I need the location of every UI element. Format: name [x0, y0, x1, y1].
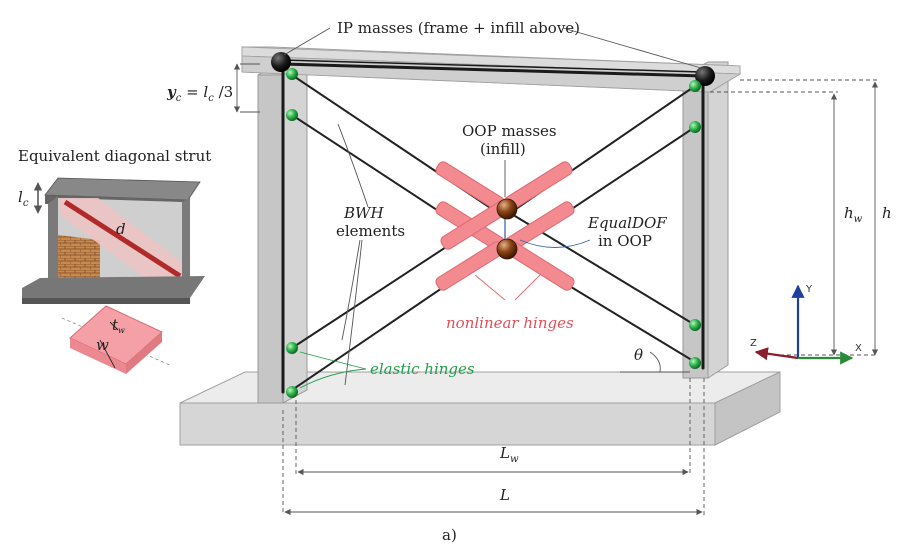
left-column — [257, 61, 308, 404]
oop-masses-label: OOP masses — [462, 122, 557, 140]
bwh-label-2: elements — [336, 222, 405, 240]
frame-elements — [281, 59, 705, 394]
coordinate-axes — [754, 284, 854, 365]
axis-z-label: Z — [750, 338, 757, 349]
ip-mass-right — [695, 66, 715, 86]
l-label: L — [499, 486, 510, 504]
equaldof-label: EqualDOF — [587, 214, 667, 232]
inset-lc-label: lc — [18, 188, 29, 209]
theta-label: θ — [634, 346, 643, 364]
h-label: h — [882, 204, 892, 222]
leader-lines — [283, 27, 702, 389]
lw-label: Lw — [499, 444, 519, 465]
elastic-hinges — [286, 68, 701, 398]
right-column — [682, 61, 729, 379]
inset-title: Equivalent diagonal strut — [18, 147, 211, 165]
nonlinear-hinges-label: nonlinear hinges — [446, 314, 574, 332]
axis-y-label: Y — [805, 284, 813, 295]
ip-masses-label: IP masses (frame + infill above) — [337, 19, 580, 37]
yc-label: yc = lc /3 — [166, 83, 233, 104]
inset-strut-section — [61, 305, 173, 374]
ip-mass-left — [271, 52, 291, 72]
foundation-beam — [179, 371, 781, 446]
dimensions — [233, 63, 879, 516]
bwh-label: BWH — [343, 204, 384, 222]
inset-t-label: tw — [112, 316, 125, 335]
oop-masses-label-2: (infill) — [480, 140, 526, 158]
inset-d-label: d — [116, 220, 126, 238]
equaldof-label-2: in OOP — [598, 232, 652, 250]
inset-w-label: w — [96, 336, 109, 354]
inset-strut-panel — [22, 177, 205, 304]
axis-x-label: X — [855, 343, 862, 354]
oop-masses — [496, 198, 518, 260]
hw-label: hw — [844, 204, 863, 225]
nonlinear-hinges — [435, 161, 575, 291]
figure-caption: a) — [442, 526, 457, 544]
elastic-hinges-label: elastic hinges — [370, 360, 475, 378]
